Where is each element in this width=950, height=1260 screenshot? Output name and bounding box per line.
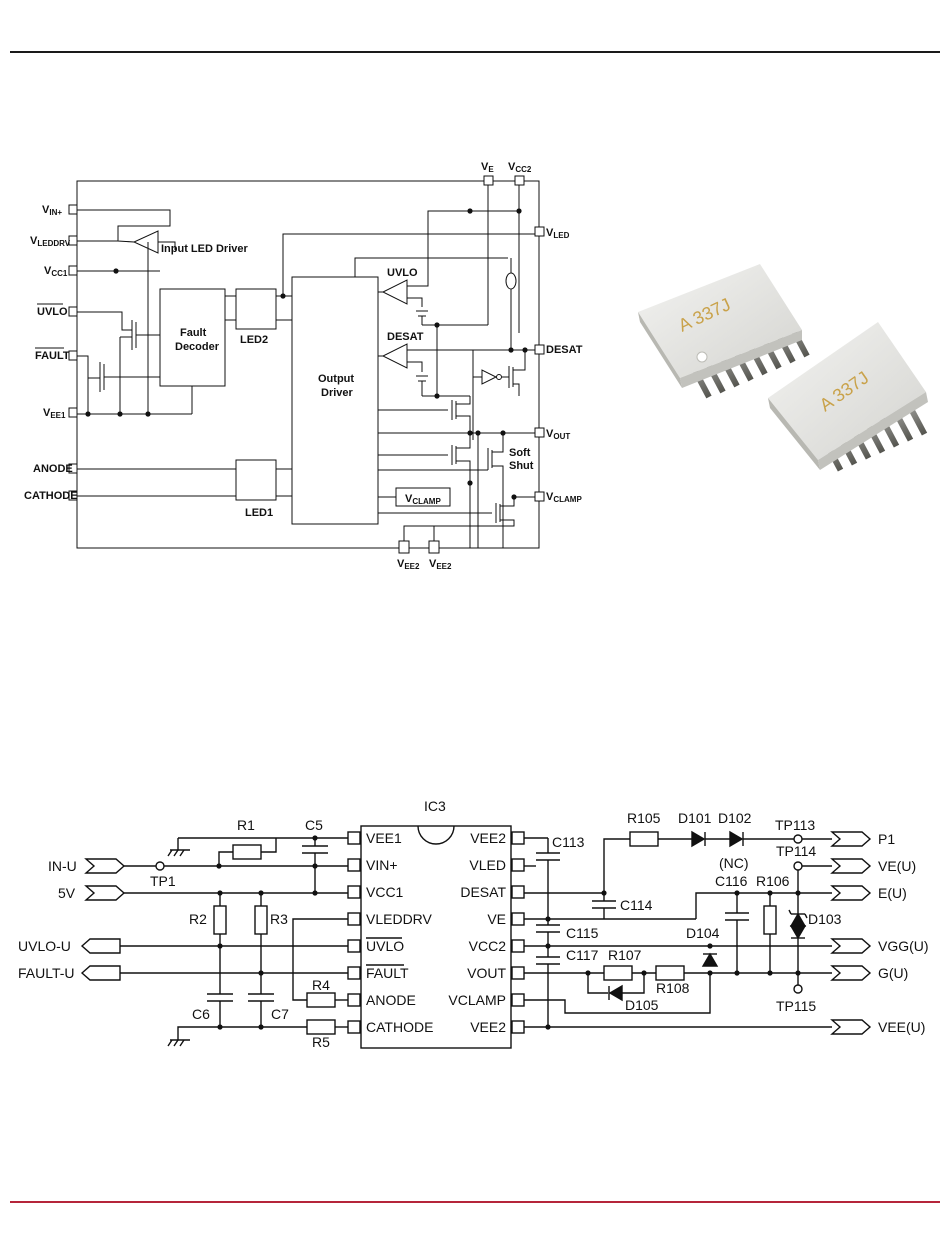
port-uvlo-u: UVLO-U <box>18 938 71 954</box>
ic-pin-vcc2: VCC2 <box>469 938 507 954</box>
left-pins <box>68 204 78 501</box>
r105-label: R105 <box>627 810 661 826</box>
d102-label: D102 <box>718 810 752 826</box>
d103-label: D103 <box>808 911 842 927</box>
pin-vee1-label: VEE1 <box>43 407 66 420</box>
tp115-label: TP115 <box>776 998 816 1014</box>
pin-vcc2-label: VCC2 <box>508 161 532 174</box>
r3-label: R3 <box>270 911 288 927</box>
c117-label: C117 <box>566 947 599 963</box>
output-driver-label-1: Output <box>318 373 354 385</box>
chip-photo: A 337J A 337J <box>638 264 928 472</box>
c115-label: C115 <box>566 925 599 941</box>
ic-pin-desat: DESAT <box>460 884 506 900</box>
pin-uvlo-label: UVLO <box>37 306 68 318</box>
c7-label: C7 <box>271 1006 289 1022</box>
pin-cathode-label: CATHODE <box>24 490 78 502</box>
tp1-label: TP1 <box>150 873 176 889</box>
r2-label: R2 <box>189 911 207 927</box>
pin-vee2b-label: VEE2 <box>429 558 452 571</box>
port-e-u: E(U) <box>878 885 907 901</box>
soft-shut-label-2: Shut <box>509 460 534 472</box>
ic-pin-cathode: CATHODE <box>366 1019 433 1035</box>
ic3-label: IC3 <box>424 798 446 814</box>
ic-pin-vin: VIN+ <box>366 857 398 873</box>
ic-pin-ve: VE <box>487 911 506 927</box>
pin-vled-label: VLED <box>546 227 570 240</box>
pin-fault-label: FAULT <box>35 350 70 362</box>
pin-vcc1-label: VCC1 <box>44 265 68 278</box>
r108-label: R108 <box>656 980 690 996</box>
pin-ve-label: VE <box>481 161 494 174</box>
bottom-rule <box>10 1201 940 1203</box>
led2-label: LED2 <box>240 334 268 346</box>
output-driver-label-2: Driver <box>321 387 354 399</box>
pin-anode-label: ANODE <box>33 463 73 475</box>
pin-vleddrv-label: VLEDDRV <box>30 235 71 248</box>
r4-label: R4 <box>312 977 330 993</box>
pin-vin-label: VIN+ <box>42 204 62 217</box>
ic-pin-vee2-bottom: VEE2 <box>470 1019 506 1035</box>
chip-1: A 337J <box>638 264 810 399</box>
c113-label: C113 <box>552 834 585 850</box>
ic-pin-vled: VLED <box>469 857 506 873</box>
port-ve-u: VE(U) <box>878 858 916 874</box>
input-led-driver-label: Input LED Driver <box>161 243 249 255</box>
c5-label: C5 <box>305 817 323 833</box>
r5-label: R5 <box>312 1034 330 1050</box>
d104-label: D104 <box>686 925 720 941</box>
top-rule <box>10 51 940 53</box>
c6-label: C6 <box>192 1006 210 1022</box>
ic-pin-vclamp: VCLAMP <box>448 992 506 1008</box>
r107-label: R107 <box>608 947 642 963</box>
port-g-u: G(U) <box>878 965 908 981</box>
port-in-u: IN-U <box>48 858 77 874</box>
c116-nc-label: (NC) <box>719 855 749 871</box>
pin-vee2a-label: VEE2 <box>397 558 420 571</box>
ic-pin-uvlo: UVLO <box>366 938 404 954</box>
pin-vout-label: VOUT <box>546 428 570 441</box>
ic-pin-vee2-top: VEE2 <box>470 830 506 846</box>
ic-pin-vout: VOUT <box>467 965 506 981</box>
r1-label: R1 <box>237 817 255 833</box>
ic-pin-fault: FAULT <box>366 965 409 981</box>
ic-pin-vcc1: VCC1 <box>366 884 404 900</box>
tp113-label: TP113 <box>775 817 815 833</box>
d105-label: D105 <box>625 997 659 1013</box>
desat-block-label: DESAT <box>387 331 424 343</box>
ic-pin-anode: ANODE <box>366 992 416 1008</box>
port-p1: P1 <box>878 831 895 847</box>
fault-decoder-label-1: Fault <box>180 327 207 339</box>
port-5v: 5V <box>58 885 76 901</box>
vclamp-block-label: VCLAMP <box>405 493 441 506</box>
c114-label: C114 <box>620 897 653 913</box>
port-vgg-u: VGG(U) <box>878 938 929 954</box>
uvlo-block-label: UVLO <box>387 267 418 279</box>
ic3-body <box>360 825 512 1049</box>
chip-2: A 337J <box>768 322 928 472</box>
pin-vclamp-label: VCLAMP <box>546 491 582 504</box>
led1-label: LED1 <box>245 507 273 519</box>
soft-shut-label-1: Soft <box>509 447 531 459</box>
block-diagram: VIN+ VLEDDRV VCC1 UVLO FAULT VEE1 ANODE … <box>24 161 583 571</box>
fault-decoder-label-2: Decoder <box>175 341 220 353</box>
ic-pin-vleddrv: VLEDDRV <box>366 911 433 927</box>
d101-label: D101 <box>678 810 712 826</box>
r106-label: R106 <box>756 873 790 889</box>
application-schematic: IC3 VEE1 VIN+ VCC1 VLEDDRV UVLO FAULT AN… <box>18 798 929 1050</box>
port-vee-u: VEE(U) <box>878 1019 925 1035</box>
pin-desat-label: DESAT <box>546 344 583 356</box>
port-fault-u: FAULT-U <box>18 965 75 981</box>
ic-pin-vee1: VEE1 <box>366 830 402 846</box>
c116-label: C116 <box>715 873 748 889</box>
tp114-label: TP114 <box>776 843 816 859</box>
